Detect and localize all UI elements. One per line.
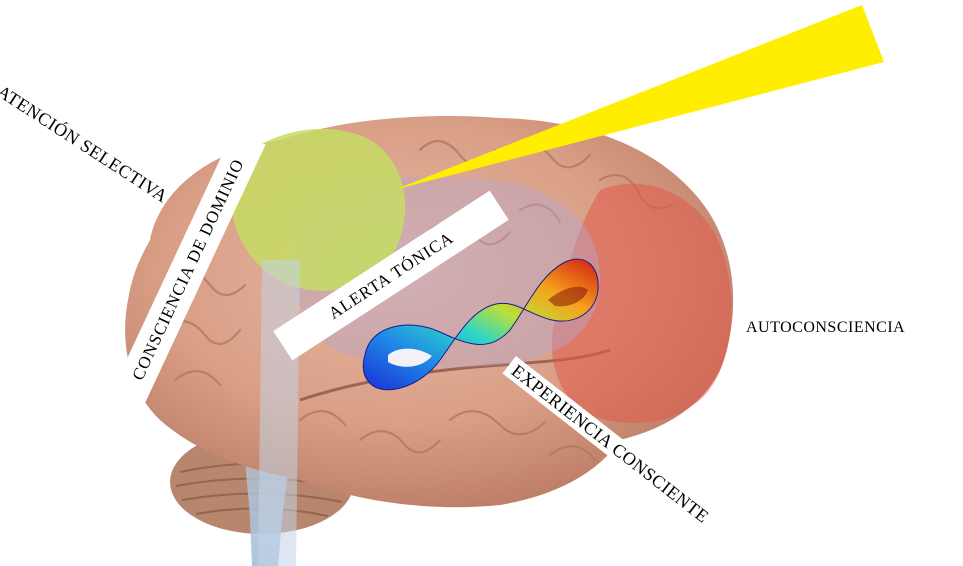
domain-awareness-band xyxy=(258,260,300,566)
self-awareness-label: AUTOCONSCIENCIA xyxy=(746,320,905,336)
